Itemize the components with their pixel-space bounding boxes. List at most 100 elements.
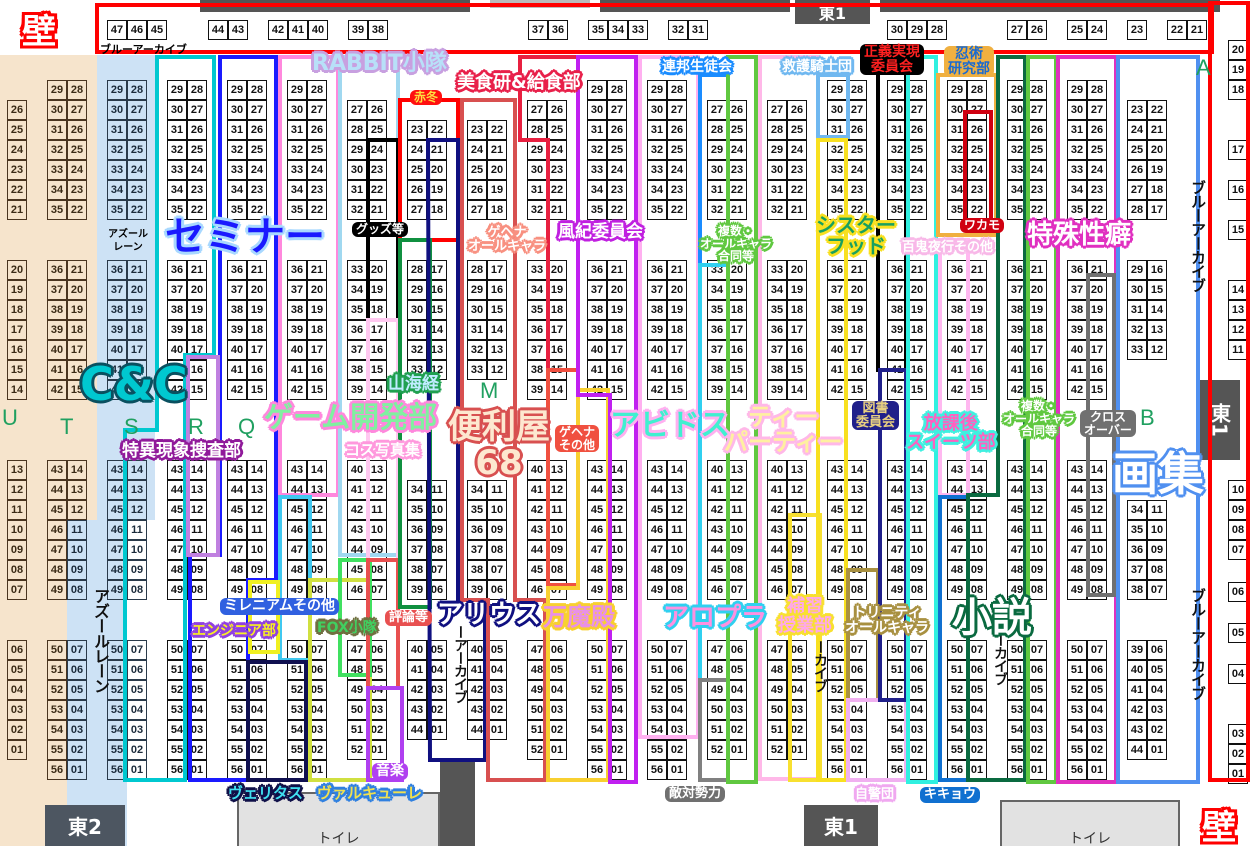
booth-cell: 31 [167, 120, 187, 140]
booth-cell: 43 [587, 460, 607, 480]
booth-cell: 40 [767, 460, 787, 480]
booth-cell: 29 [1127, 260, 1147, 280]
booth-cell: 11 [607, 520, 627, 540]
booth-cell: 44 [167, 480, 187, 500]
booth-cell: 48 [287, 560, 307, 580]
booth-cell: 27 [1007, 20, 1027, 40]
booth-cell: 27 [407, 200, 427, 220]
toilet-bottom-left: トイレ [237, 792, 440, 846]
booth-cell: 40 [1127, 660, 1147, 680]
booth-cell: 21 [1087, 260, 1107, 280]
booth-cell: 20 [547, 260, 567, 280]
booth-cell: 24 [907, 160, 927, 180]
label-hoshu: 補習 授業部 [778, 596, 832, 636]
booth-cell: 14 [187, 460, 207, 480]
booth-cell: 20 [607, 280, 627, 300]
booth-cell: 05 [127, 680, 147, 700]
booth-cell: 05 [367, 660, 387, 680]
label-renpo: 連邦生徒会 [662, 59, 732, 75]
booth-cell: 16 [7, 340, 27, 360]
booth-cell: 56 [587, 760, 607, 780]
booth-cell: 07 [187, 640, 207, 660]
booth-cell: 55 [47, 740, 67, 760]
label-banmaden: 万魔殿 [543, 603, 615, 631]
booth-cell: 56 [1007, 760, 1027, 780]
booth-cell: 09 [307, 560, 327, 580]
booth-cell: 39 [707, 380, 727, 400]
booth-cell: 29 [587, 80, 607, 100]
booth-cell: 02 [427, 700, 447, 720]
booth-cell: 25 [967, 140, 987, 160]
booth-cell: 03 [367, 700, 387, 720]
label-crossover: クロス オーバー [1080, 410, 1136, 438]
booth-cell: 39 [587, 320, 607, 340]
label-kikyo: キキョウ [920, 787, 981, 803]
booth-cell: 34 [467, 480, 487, 500]
booth-cell: 30 [47, 100, 67, 120]
booth-cell: 56 [947, 760, 967, 780]
booth-cell: 41 [827, 360, 847, 380]
booth-cell: 12 [487, 360, 507, 380]
booth-cell: 31 [227, 120, 247, 140]
booth-cell: 36 [887, 260, 907, 280]
booth-cell: 31 [688, 20, 708, 40]
booth-cell: 51 [287, 660, 307, 680]
booth-cell: 53 [47, 700, 67, 720]
booth-cell: 27 [187, 100, 207, 120]
booth-cell: 15 [187, 380, 207, 400]
booth-cell: 12 [367, 480, 387, 500]
booth-cell: 55 [647, 740, 667, 760]
booth-cell: 46 [827, 520, 847, 540]
label-aropura: アロプラ [663, 603, 768, 633]
booth-cell: 45 [167, 500, 187, 520]
booth-cell: 55 [107, 740, 127, 760]
booth-cell: 28 [127, 80, 147, 100]
booth-cell: 03 [1027, 720, 1047, 740]
booth-cell: 05 [1087, 680, 1107, 700]
booth-cell: 47 [1067, 540, 1087, 560]
booth-cell: 56 [287, 760, 307, 780]
booth-cell: 48 [167, 560, 187, 580]
booth-cell: 44 [467, 720, 487, 740]
booth-cell: 36 [548, 20, 568, 40]
booth-cell: 14 [487, 320, 507, 340]
booth-cell: 03 [1147, 700, 1167, 720]
booth-cell: 25 [1027, 140, 1047, 160]
booth-cell: 32 [347, 200, 367, 220]
booth-cell: 09 [1027, 560, 1047, 580]
booth-cell: 16 [787, 340, 807, 360]
booth-cell: 03 [727, 700, 747, 720]
booth-cell: 34 [407, 480, 427, 500]
booth-cell: 43 [1127, 720, 1147, 740]
booth-cell: 26 [1027, 20, 1047, 40]
booth-cell: 14 [847, 460, 867, 480]
booth-cell: 35 [1127, 520, 1147, 540]
booth-cell: 15 [7, 360, 27, 380]
booth-cell: 34 [1067, 180, 1087, 200]
booth-cell: 12 [787, 480, 807, 500]
booth-cell: 15 [847, 380, 867, 400]
booth-cell: 14 [367, 380, 387, 400]
booth-cell: 35 [1067, 200, 1087, 220]
booth-cell: 09 [1087, 560, 1107, 580]
booth-cell: 03 [1087, 720, 1107, 740]
booth-cell: 40 [227, 340, 247, 360]
booth-cell: 25 [1127, 140, 1147, 160]
booth-cell: 01 [247, 760, 267, 780]
booth-cell: 11 [1087, 520, 1107, 540]
booth-cell: 05 [727, 660, 747, 680]
booth-cell: 05 [607, 680, 627, 700]
booth-cell: 11 [67, 520, 87, 540]
booth-cell: 16 [667, 360, 687, 380]
booth-cell: 46 [347, 580, 367, 600]
booth-cell: 28 [247, 80, 267, 100]
booth-cell: 54 [107, 720, 127, 740]
booth-cell: 01 [1087, 760, 1107, 780]
booth-cell: 45 [47, 500, 67, 520]
booth-cell: 07 [547, 580, 567, 600]
booth-cell: 25 [547, 120, 567, 140]
booth-cell: 19 [127, 300, 147, 320]
booth-cell: 24 [247, 160, 267, 180]
booth-cell: 03 [247, 720, 267, 740]
booth-cell: 30 [887, 20, 907, 40]
